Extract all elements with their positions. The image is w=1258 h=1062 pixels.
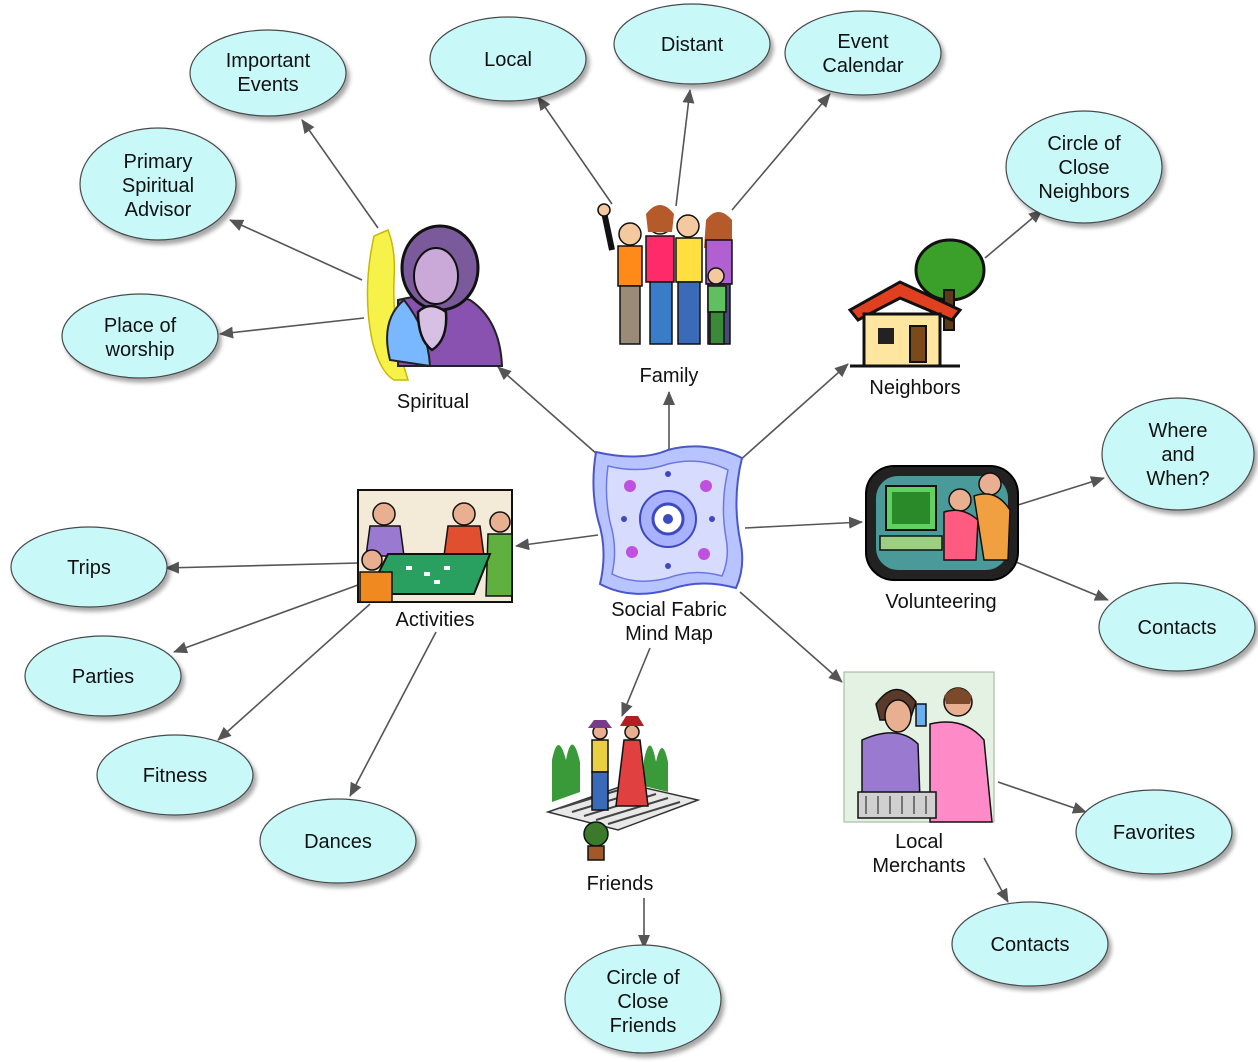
leaf-important-events-line2: Events [237,74,298,96]
leaf-distant[interactable]: Distant [613,3,771,85]
hub-spiritual[interactable]: Spiritual [366,224,504,413]
leaf-close-neighbors[interactable]: Circle of Close Neighbors [1005,110,1163,224]
computer-helpers-icon [865,465,1019,581]
hub-volunteering-label: Volunteering [885,591,996,613]
center-label-line1: Social Fabric [611,599,727,621]
leaf-close-friends-line3: Friends [610,1015,677,1037]
leaf-place-of-worship[interactable]: Place of worship [61,293,219,379]
leaf-primary-advisor-line1: Primary [124,151,193,173]
hub-activities-label: Activities [396,609,475,631]
link-act-fitness [217,603,371,741]
leaf-where-when-line1: Where [1149,420,1208,442]
leaf-trips[interactable]: Trips [10,526,168,608]
link-merch-contacts [983,857,1009,903]
walking-friends-icon [545,716,701,861]
fabric-quilt-icon [592,445,744,595]
link-family-local [537,96,613,205]
link-family-distant [675,89,695,207]
link-family-calendar [731,93,831,211]
leaf-event-calendar-line2: Calendar [822,55,904,77]
link-center-volunteering [744,516,863,529]
link-act-dances [349,631,437,797]
link-center-spiritual [497,366,599,456]
leaf-event-calendar[interactable]: Event Calendar [784,10,942,96]
leaf-parties-label: Parties [72,666,134,688]
leaf-close-neighbors-line3: Neighbors [1038,181,1129,203]
hub-spiritual-label: Spiritual [397,391,469,413]
leaf-important-events-line1: Important [226,50,311,72]
game-table-icon [357,489,513,603]
hub-merchants[interactable]: Local Merchants [843,671,995,877]
leaf-place-of-worship-line2: worship [105,339,175,361]
leaf-vol-contacts-label: Contacts [1138,617,1217,639]
hub-friends-label: Friends [587,873,654,895]
link-center-activities [515,534,599,551]
leaf-close-neighbors-line1: Circle of [1047,133,1121,155]
center-label-line2: Mind Map [625,623,713,645]
hub-neighbors[interactable]: Neighbors [847,238,986,399]
link-center-friends [621,647,651,717]
leaf-favorites[interactable]: Favorites [1075,789,1233,875]
leaf-close-friends[interactable]: Circle of Close Friends [564,944,722,1054]
leaf-close-friends-line2: Close [617,991,668,1013]
link-center-merchants [739,591,843,683]
hub-friends[interactable]: Friends [545,716,701,895]
leaf-fitness[interactable]: Fitness [96,734,254,816]
hub-family-label: Family [640,365,699,387]
link-act-parties [173,584,359,654]
link-spiritual-worship [219,317,365,339]
leaf-parties[interactable]: Parties [24,635,182,717]
leaf-dances[interactable]: Dances [259,798,417,884]
hub-neighbors-label: Neighbors [869,377,960,399]
praying-person-icon [366,224,504,381]
leaf-primary-advisor-line2: Spiritual [122,175,194,197]
leaf-important-events[interactable]: Important Events [189,29,347,117]
hub-merchants-label-line2: Merchants [872,855,965,877]
family-group-icon [597,203,733,345]
leaf-primary-advisor[interactable]: Primary Spiritual Advisor [79,127,237,241]
link-spiritual-events [301,119,379,229]
link-vol-contacts [1015,561,1109,601]
leaf-where-when-line2: and [1161,444,1194,466]
shopkeeper-icon [843,671,995,823]
link-neighbors-circle [984,209,1043,259]
leaf-distant-label: Distant [661,34,724,56]
leaf-where-when-line3: When? [1146,468,1209,490]
link-center-neighbors [737,363,849,463]
leaf-fitness-label: Fitness [143,765,207,787]
leaf-where-when[interactable]: Where and When? [1101,397,1255,511]
hub-family[interactable]: Family [597,203,733,387]
link-act-trips [165,561,359,574]
leaf-primary-advisor-line3: Advisor [125,199,192,221]
house-icon [847,238,986,368]
leaf-trips-label: Trips [67,557,111,579]
leaf-close-friends-line1: Circle of [606,967,680,989]
hub-merchants-label-line1: Local [895,831,943,853]
leaf-dances-label: Dances [304,831,372,853]
leaf-event-calendar-line1: Event [837,31,889,53]
leaf-vol-contacts[interactable]: Contacts [1098,582,1256,672]
hub-volunteering[interactable]: Volunteering [865,465,1019,613]
leaf-local[interactable]: Local [429,16,587,102]
leaf-merch-contacts[interactable]: Contacts [951,901,1109,987]
leaf-favorites-label: Favorites [1113,822,1195,844]
leaf-merch-contacts-label: Contacts [991,934,1070,956]
link-merch-favorites [997,781,1087,814]
leaf-place-of-worship-line1: Place of [104,315,177,337]
hub-activities[interactable]: Activities [357,489,513,631]
center-node[interactable]: Social Fabric Mind Map [592,445,744,645]
leaf-close-neighbors-line2: Close [1058,157,1109,179]
connectors [165,89,1109,949]
link-spiritual-advisor [229,219,363,281]
link-vol-where [1017,476,1105,506]
leaf-local-label: Local [484,49,532,71]
